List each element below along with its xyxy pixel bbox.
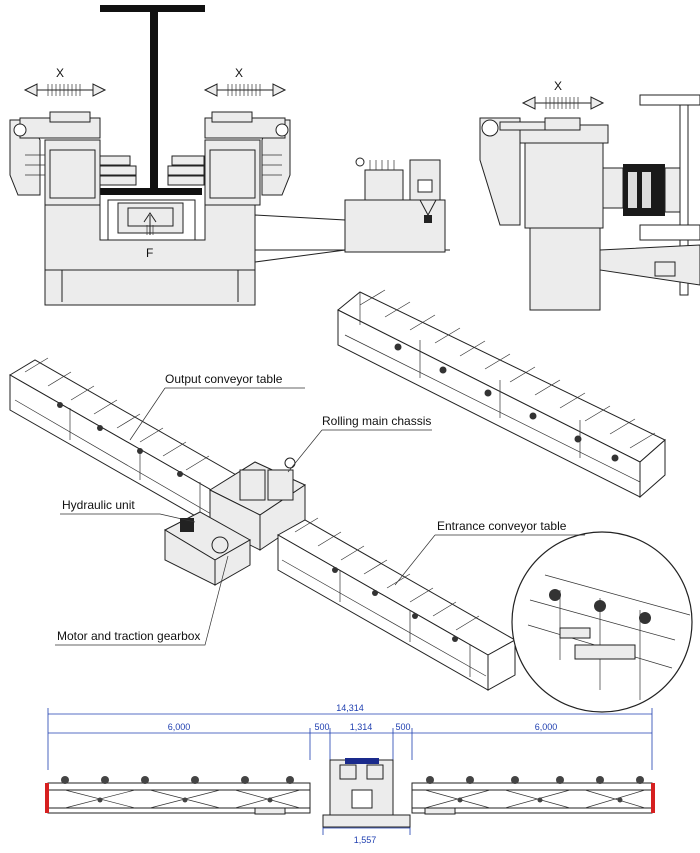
force-label: F <box>146 246 153 260</box>
hydraulic-unit-front-view <box>344 157 446 253</box>
entrance-conveyor-iso <box>276 517 517 691</box>
callout-motor-gearbox-label: Motor and traction gearbox <box>57 629 200 643</box>
left-table-elevation <box>45 776 311 815</box>
dim-right-table: 6,000 <box>535 722 558 732</box>
standalone-conveyor-iso <box>337 289 666 499</box>
callout-main-chassis: Rolling main chassis <box>287 414 432 473</box>
front-view-rolling-head <box>9 5 450 306</box>
x-arrow-left <box>23 83 107 97</box>
x-label-middle: X <box>235 66 243 80</box>
force-arrow <box>143 212 157 235</box>
rolling-main-chassis-iso <box>208 457 307 551</box>
callout-entrance-table: Entrance conveyor table <box>394 519 585 586</box>
dim-gap-left: 500 <box>314 722 329 732</box>
dim-gap-right: 500 <box>395 722 410 732</box>
right-table-elevation <box>411 776 655 815</box>
dim-left-table: 6,000 <box>168 722 191 732</box>
callout-main-chassis-label: Rolling main chassis <box>322 414 431 428</box>
x-arrow-right <box>521 96 605 110</box>
side-view-rolling-head <box>479 94 700 311</box>
output-conveyor-iso <box>9 357 246 531</box>
dimension-lines <box>47 708 653 835</box>
callout-hydraulic-unit: Hydraulic unit <box>60 498 196 523</box>
i-beam-profile <box>100 5 205 195</box>
callout-motor-gearbox: Motor and traction gearbox <box>55 555 229 646</box>
callout-output-table: Output conveyor table <box>129 372 305 441</box>
x-label-left: X <box>56 66 64 80</box>
callout-output-table-label: Output conveyor table <box>165 372 283 386</box>
x-arrow-middle <box>203 83 287 97</box>
dim-overall: 14,314 <box>336 703 364 713</box>
callout-hydraulic-unit-label: Hydraulic unit <box>62 498 135 512</box>
chassis-elevation <box>322 758 411 828</box>
detail-magnifier <box>511 531 693 713</box>
dim-base-width: 1,557 <box>354 835 377 845</box>
dim-chassis: 1,314 <box>350 722 373 732</box>
callout-entrance-table-label: Entrance conveyor table <box>437 519 567 533</box>
x-label-right: X <box>554 79 562 93</box>
